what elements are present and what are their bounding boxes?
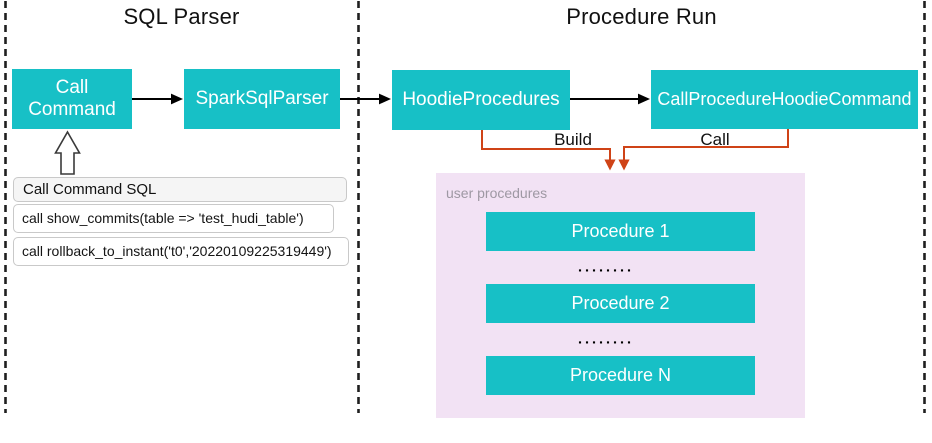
node-procedure-n: Procedure N bbox=[486, 356, 755, 395]
node-hoodie-procedures: HoodieProcedures bbox=[392, 70, 570, 130]
section-title-procedure-run: Procedure Run bbox=[566, 4, 717, 29]
arrowhead-hoodieprocedures-to-callprocedure bbox=[638, 93, 650, 105]
build-edge-label: Build bbox=[554, 130, 592, 149]
call-flow-arrowhead bbox=[618, 159, 630, 171]
call-flow-line bbox=[623, 129, 789, 160]
ellipsis-dots: ▪▪▪▪▪▪▪▪ bbox=[578, 337, 635, 347]
sql-statement-rollback-to-instant: call rollback_to_instant('t0','202201092… bbox=[13, 237, 349, 266]
user-procedures-label: user procedures bbox=[446, 185, 548, 201]
hollow-up-arrow-icon bbox=[54, 130, 81, 175]
call-edge-label: Call bbox=[700, 130, 730, 149]
node-procedure-2: Procedure 2 bbox=[486, 284, 755, 323]
arrowhead-callcommand-to-sparksqlparser bbox=[171, 93, 183, 105]
sql-panel-header: Call Command SQL bbox=[13, 177, 347, 202]
ellipsis-dots: ▪▪▪▪▪▪▪▪ bbox=[578, 265, 635, 275]
build-flow-arrowhead bbox=[604, 159, 616, 171]
node-call-command: Call Command bbox=[12, 69, 132, 129]
node-spark-sql-parser: SparkSqlParser bbox=[184, 69, 340, 129]
arrowhead-sparksqlparser-to-hoodieprocedures bbox=[379, 93, 391, 105]
build-flow-line bbox=[481, 130, 611, 160]
node-call-procedure-hoodie-command: CallProcedureHoodieCommand bbox=[651, 70, 918, 129]
section-title-sql-parser: SQL Parser bbox=[123, 4, 240, 29]
sql-statement-show-commits: call show_commits(table => 'test_hudi_ta… bbox=[13, 204, 334, 233]
node-procedure-1: Procedure 1 bbox=[486, 212, 755, 251]
